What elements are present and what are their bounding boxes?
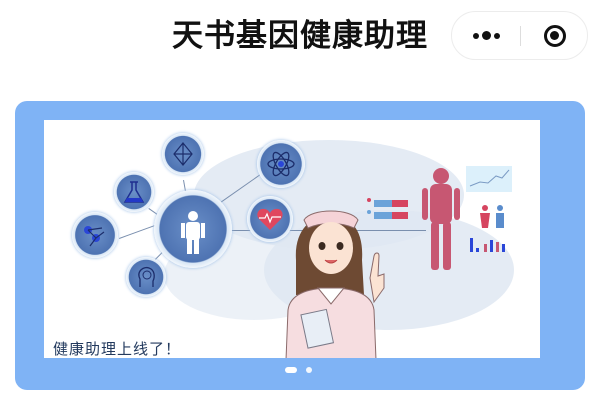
body-anatomy-icon — [422, 168, 460, 270]
molecule-network-icon — [162, 133, 204, 175]
banner-caption: 健康助理上线了！ — [53, 340, 182, 358]
brain-head-icon — [126, 257, 166, 297]
infographic-panel — [367, 166, 512, 270]
male-female-icon — [480, 205, 504, 228]
miniprogram-capsule — [451, 11, 588, 60]
capsule-divider — [520, 26, 521, 46]
atom-icon — [257, 140, 305, 188]
carousel-dot[interactable] — [306, 367, 312, 373]
top-navbar: 天书基因健康助理 — [0, 0, 600, 80]
more-dots-icon — [472, 31, 500, 40]
molecule-icon — [72, 212, 118, 258]
carousel-dot-active[interactable] — [285, 367, 297, 373]
page-title: 天书基因健康助理 — [172, 18, 428, 54]
connector-line — [119, 224, 157, 239]
nurse-character — [285, 210, 385, 358]
line-chart-icon — [466, 166, 512, 192]
heart-pulse-icon — [247, 196, 293, 242]
carousel-indicators — [285, 367, 312, 373]
bar-chart-icon — [470, 238, 505, 252]
person-hub-icon — [154, 190, 232, 268]
gender-bar-chart — [367, 198, 408, 219]
more-button[interactable] — [452, 12, 520, 59]
banner-slide[interactable]: 健康助理上线了！ — [44, 120, 540, 358]
close-button[interactable] — [521, 12, 588, 59]
target-circle-icon — [543, 24, 566, 47]
banner-carousel[interactable]: 健康助理上线了！ — [15, 101, 585, 390]
flask-icon — [114, 172, 154, 212]
